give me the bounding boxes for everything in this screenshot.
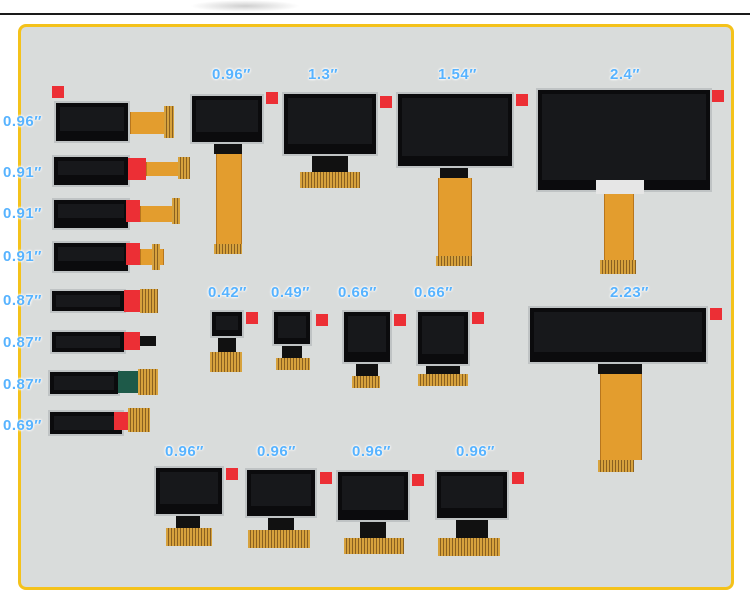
size-label-bottom-4: 0.96″ [456, 443, 495, 460]
size-label-left-5: 0.87″ [3, 292, 42, 309]
size-label-left-2: 0.91″ [3, 164, 42, 181]
size-label-top-4: 2.4″ [610, 66, 641, 83]
size-label-mid-5: 2.23″ [610, 284, 649, 301]
size-label-top-3: 1.54″ [438, 66, 477, 83]
size-label-bottom-2: 0.96″ [257, 443, 296, 460]
size-label-left-8: 0.69″ [3, 417, 42, 434]
size-label-left-1: 0.96″ [3, 113, 42, 130]
size-label-mid-4: 0.66″ [414, 284, 453, 301]
top-shadow [190, 0, 300, 12]
size-label-left-6: 0.87″ [3, 334, 42, 351]
size-label-bottom-1: 0.96″ [165, 443, 204, 460]
size-label-mid-3: 0.66″ [338, 284, 377, 301]
size-label-top-2: 1.3″ [308, 66, 339, 83]
size-label-left-4: 0.91″ [3, 248, 42, 265]
size-label-top-1: 0.96″ [212, 66, 251, 83]
size-label-bottom-3: 0.96″ [352, 443, 391, 460]
size-label-left-3: 0.91″ [3, 205, 42, 222]
size-label-left-7: 0.87″ [3, 376, 42, 393]
size-label-mid-1: 0.42″ [208, 284, 247, 301]
top-strip [0, 0, 750, 13]
top-divider [0, 13, 750, 15]
size-label-mid-2: 0.49″ [271, 284, 310, 301]
